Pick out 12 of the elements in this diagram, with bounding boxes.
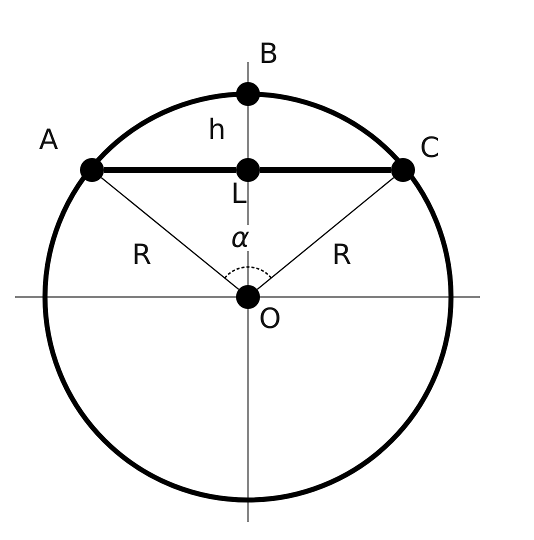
radius-line [256,177,394,290]
point-label: B [259,39,278,69]
length-label: R [132,240,152,270]
point-label: C [420,133,440,163]
length-label: R [332,240,352,270]
chord-line [260,167,391,173]
radius-line [100,177,240,290]
point-label: A [39,125,58,155]
point-label: L [231,179,247,209]
angle-label: α [231,225,250,251]
length-label: h [208,115,226,145]
point-label: O [259,304,282,334]
